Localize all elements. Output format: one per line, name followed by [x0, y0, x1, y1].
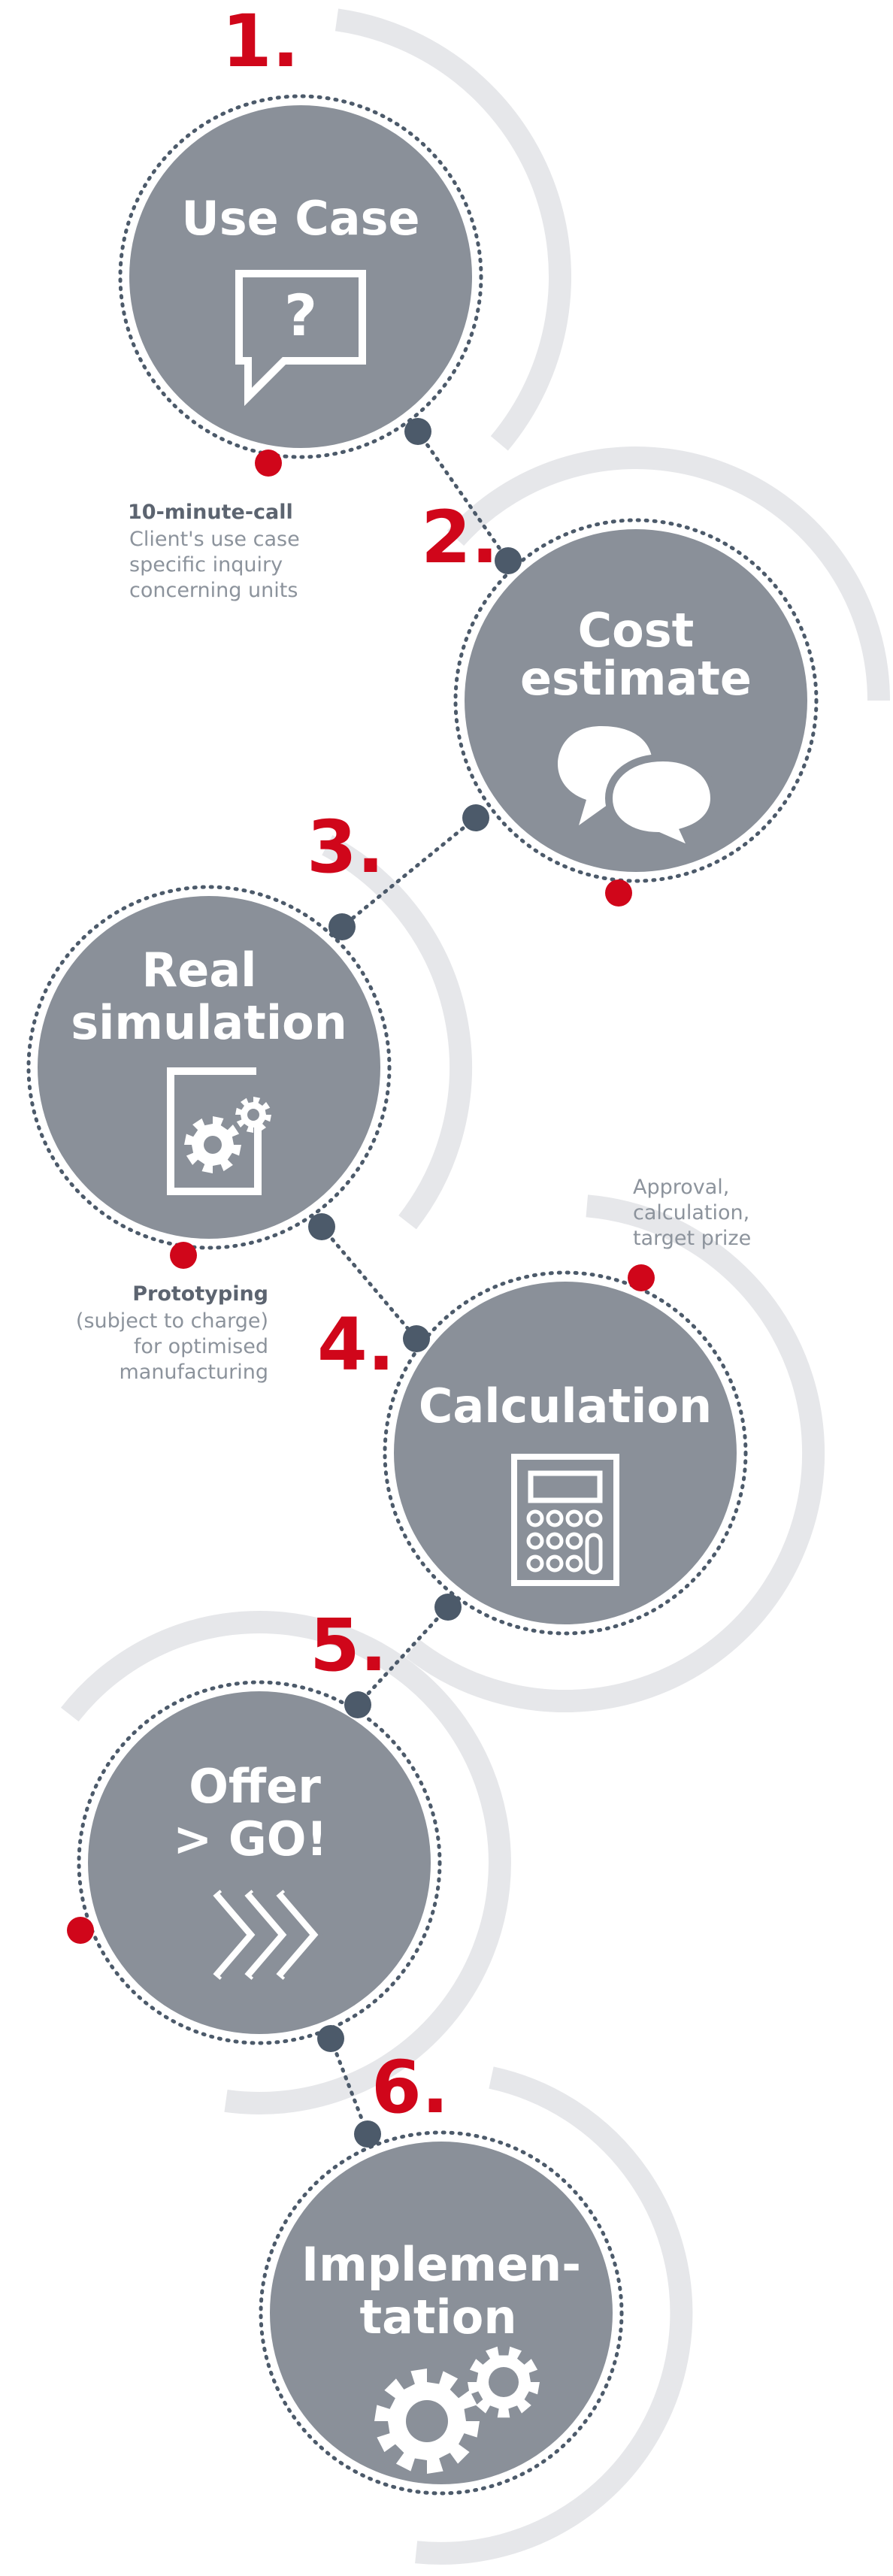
note-2-line-2: calculation,: [633, 1201, 749, 1224]
note-1-line-3: concerning units: [129, 579, 298, 602]
note-1-heading: 10-minute-call: [128, 501, 293, 524]
step-1: 1. Use Case ?: [118, 0, 483, 477]
step-5-connector-dot-bottom: [317, 2025, 344, 2052]
step-6-arc: [415, 2066, 693, 2565]
step-1-dotted-ring: [118, 94, 483, 459]
chat-bubbles-icon: [558, 726, 719, 858]
gears-icon: [374, 2346, 540, 2474]
step-5-number: 5.: [310, 1603, 387, 1688]
step-5-dotted-ring: [77, 1680, 442, 2045]
step-5-red-marker: [67, 1917, 94, 1944]
calculator-icon: [511, 1454, 619, 1586]
step-4-number: 4.: [317, 1303, 395, 1387]
connector-5-6: [328, 2036, 370, 2136]
step-3-dotted-ring: [26, 885, 392, 1250]
step-5: 5. Offer > GO!: [67, 1603, 442, 2052]
step-4-connector-dot-top: [403, 1325, 430, 1352]
step-3-connector-dot-bottom: [308, 1213, 335, 1240]
step-4-arc: [405, 1194, 825, 1713]
note-10-minute-call: 10-minute-call Client's use case specifi…: [128, 501, 300, 602]
step-5-connector-dot-top: [344, 1691, 371, 1718]
step-5-title-line-2: > GO!: [173, 1812, 327, 1866]
connector-2-3: [340, 816, 478, 929]
step-6: 6. Implemen- tation: [259, 2045, 624, 2496]
note-approval: Approval, calculation, target prize: [633, 1176, 751, 1250]
step-4: 4. Calculation: [317, 1264, 748, 1636]
note-prototyping: Prototyping (subject to charge) for opti…: [76, 1282, 268, 1384]
step-6-title-line-1: Implemen-: [301, 2237, 581, 2292]
connector-1-2: [416, 429, 510, 563]
step-5-arc: [60, 1611, 511, 2115]
step-1-title: Use Case: [181, 191, 419, 246]
step-2-dotted-ring: [453, 518, 819, 883]
step-3-title-line-2: simulation: [71, 995, 347, 1050]
note-3-line-1: (subject to charge): [76, 1309, 268, 1333]
step-1-connector-dot: [404, 418, 431, 445]
note-3-heading: Prototyping: [132, 1282, 268, 1306]
step-3-number: 3.: [307, 805, 384, 889]
connector-4-5: [356, 1605, 450, 1707]
gear-small-icon: [235, 1097, 271, 1133]
step-2-title-line-1: Cost: [578, 603, 695, 658]
svg-text:?: ?: [284, 282, 317, 349]
step-6-dotted-ring: [259, 2130, 624, 2496]
step-4-connector-dot-bottom: [434, 1594, 462, 1621]
step-3-connector-dot-top: [328, 913, 356, 940]
step-2-red-marker: [605, 879, 632, 907]
step-4-title: Calculation: [419, 1379, 712, 1433]
step-1-arc: [334, 8, 571, 451]
step-5-circle: [88, 1691, 431, 2034]
note-1-line-1: Client's use case: [129, 528, 300, 551]
gear-large-icon: [184, 1116, 241, 1173]
step-2: 2. Cost estimate: [421, 495, 819, 907]
note-2-line-1: Approval,: [633, 1176, 729, 1199]
connector-lines: [319, 429, 510, 2136]
step-5-title-line-1: Offer: [189, 1759, 321, 1814]
chevrons-right-icon: [213, 1890, 322, 1980]
step-2-circle: [465, 529, 807, 872]
step-2-number: 2.: [421, 495, 498, 580]
step-3: 3. Real simulation: [26, 805, 392, 1269]
step-3-title-line-1: Real: [142, 943, 257, 997]
step-3-arc: [322, 834, 472, 1230]
gear-large-icon: [374, 2369, 480, 2474]
background-arcs: [60, 8, 890, 2565]
step-6-connector-dot: [354, 2120, 381, 2148]
step-6-circle: [270, 2142, 613, 2484]
note-3-line-2: for optimised: [134, 1335, 268, 1358]
step-1-number: 1.: [222, 0, 299, 83]
note-1-line-2: specific inquiry: [129, 553, 283, 577]
gear-small-icon: [468, 2346, 540, 2418]
step-6-number: 6.: [371, 2045, 449, 2130]
step-4-red-marker: [628, 1264, 655, 1291]
step-2-connector-dot-bottom: [462, 804, 489, 831]
step-6-title-line-2: tation: [359, 2290, 516, 2344]
document-gears-icon: [167, 1067, 271, 1195]
note-2-line-3: target prize: [633, 1227, 751, 1250]
step-3-red-marker: [170, 1242, 197, 1269]
step-4-circle: [394, 1282, 737, 1624]
step-2-title-line-2: estimate: [520, 651, 752, 706]
step-2-connector-dot-top: [495, 547, 522, 574]
connector-3-4: [319, 1224, 419, 1341]
step-4-dotted-ring: [383, 1270, 748, 1636]
question-bubble-icon: ?: [235, 270, 366, 407]
note-3-line-3: manufacturing: [119, 1361, 268, 1384]
calculator-keys: [526, 1509, 603, 1575]
step-1-red-marker: [255, 450, 282, 477]
step-2-arc: [446, 446, 890, 701]
